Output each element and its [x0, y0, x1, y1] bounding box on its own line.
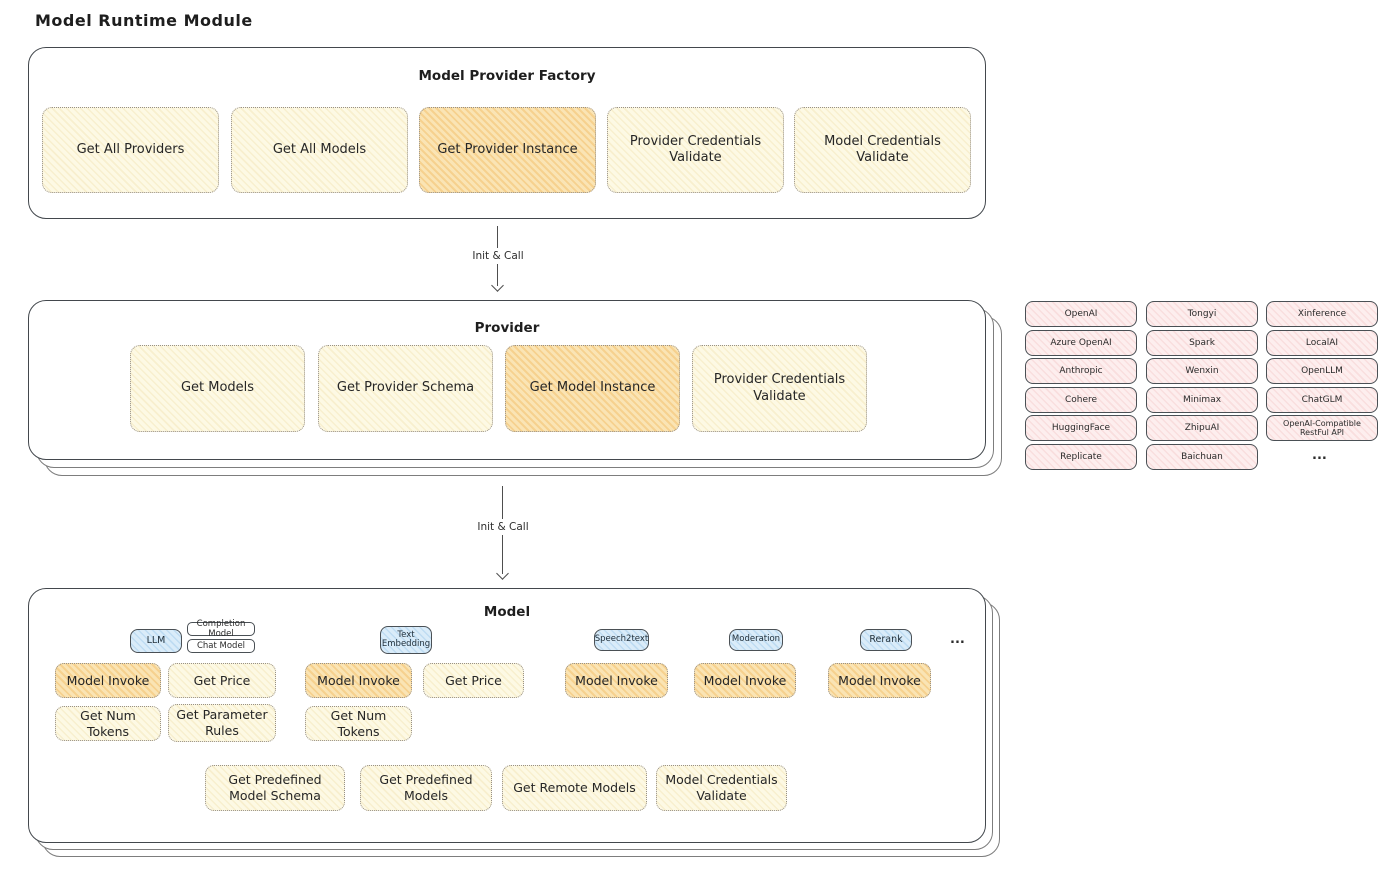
page-title: Model Runtime Module [35, 11, 253, 30]
tab-speech2text: Speech2text [594, 629, 649, 651]
vendor-chatglm: ChatGLM [1266, 387, 1378, 413]
vendor-huggingface: HuggingFace [1025, 415, 1137, 441]
llm-get-price: Get Price [168, 663, 276, 698]
llm-model-invoke: Model Invoke [55, 663, 161, 698]
tab-llm: LLM [130, 629, 182, 653]
vendor-replicate: Replicate [1025, 444, 1137, 470]
model-get-predefined-model-schema: Get Predefined Model Schema [205, 765, 345, 811]
embedding-get-price: Get Price [423, 663, 524, 698]
arrow-provider-to-model-head [496, 567, 509, 580]
factory-title: Model Provider Factory [418, 68, 596, 84]
vendor-minimax: Minimax [1146, 387, 1258, 413]
provider-title: Provider [474, 320, 540, 336]
llm-get-parameter-rules: Get Parameter Rules [168, 704, 276, 742]
tab-text-embedding: Text Embedding [380, 626, 432, 654]
rerank-model-invoke: Model Invoke [828, 663, 931, 698]
tab-rerank: Rerank [860, 629, 912, 651]
speech2text-model-invoke: Model Invoke [565, 663, 668, 698]
vendor-baichuan: Baichuan [1146, 444, 1258, 470]
model-title: Model [483, 604, 531, 620]
moderation-model-invoke: Model Invoke [694, 663, 796, 698]
vendor-azure-openai: Azure OpenAI [1025, 330, 1137, 356]
vendor-cohere: Cohere [1025, 387, 1137, 413]
arrow-factory-to-provider-head [491, 279, 504, 292]
vendor-spark: Spark [1146, 330, 1258, 356]
subtab-chat-model: Chat Model [187, 639, 255, 653]
vendor-localai: LocalAI [1266, 330, 1378, 356]
vendor-openllm: OpenLLM [1266, 358, 1378, 384]
vendor-wenxin: Wenxin [1146, 358, 1258, 384]
vendor-zhipuai: ZhipuAI [1146, 415, 1258, 441]
embedding-get-num-tokens: Get Num Tokens [305, 706, 412, 741]
vendor-openai: OpenAI [1025, 301, 1137, 327]
provider-get-provider-schema: Get Provider Schema [318, 345, 493, 432]
llm-get-num-tokens: Get Num Tokens [55, 706, 161, 741]
tab-more-ellipsis: ... [950, 632, 965, 647]
factory-get-all-providers: Get All Providers [42, 107, 219, 193]
tab-moderation: Moderation [729, 629, 783, 651]
subtab-completion-model: Completion Model [187, 619, 255, 639]
factory-model-credentials-validate: Model Credentials Validate [794, 107, 971, 193]
vendor-xinference: Xinference [1266, 301, 1378, 327]
arrow1-label: Init & Call [455, 248, 541, 264]
provider-get-model-instance: Get Model Instance [505, 345, 680, 432]
arrow2-label: Init & Call [460, 519, 546, 535]
factory-get-all-models: Get All Models [231, 107, 408, 193]
embedding-model-invoke: Model Invoke [305, 663, 412, 698]
vendor-more-ellipsis: ... [1312, 448, 1327, 463]
model-get-remote-models: Get Remote Models [502, 765, 647, 811]
vendor-openai-compatible: OpenAI-Compatible RestFul API [1266, 415, 1378, 441]
vendor-tongyi: Tongyi [1146, 301, 1258, 327]
vendor-anthropic: Anthropic [1025, 358, 1137, 384]
model-get-predefined-models: Get Predefined Models [360, 765, 492, 811]
model-credentials-validate: Model Credentials Validate [656, 765, 787, 811]
factory-get-provider-instance: Get Provider Instance [419, 107, 596, 193]
provider-credentials-validate: Provider Credentials Validate [692, 345, 867, 432]
provider-get-models: Get Models [130, 345, 305, 432]
factory-provider-credentials-validate: Provider Credentials Validate [607, 107, 784, 193]
